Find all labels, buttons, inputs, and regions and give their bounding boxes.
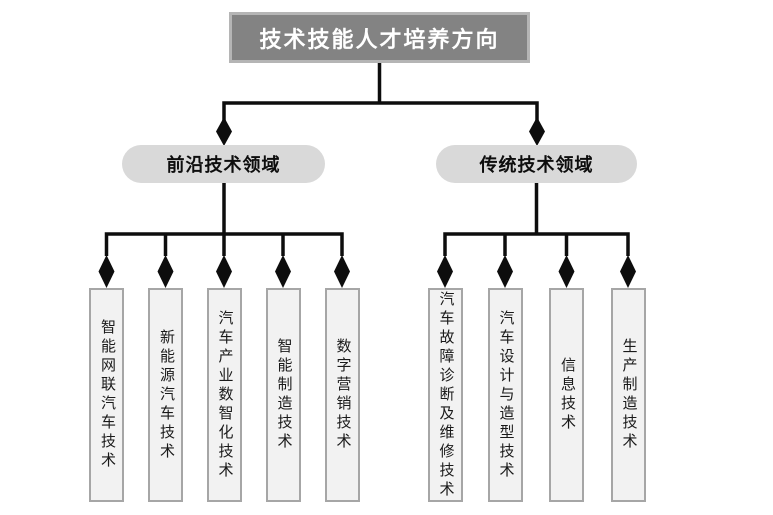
level1-connectors	[222, 62, 539, 256]
root-node: 技术技能人才培养方向	[229, 12, 530, 63]
diamond-arrow-icon	[620, 255, 636, 288]
diamond-arrow-icon	[98, 255, 115, 288]
leaf-node-label: 数字营销技术	[334, 338, 351, 452]
leaf-node-label: 新能源汽车技术	[158, 328, 174, 462]
left-branch-bar	[104, 232, 344, 256]
diamond-arrow-icon	[216, 255, 232, 288]
branch-node-label: 前沿技术领域	[166, 155, 281, 175]
branch-node-frontier: 前沿技术领域	[122, 145, 325, 183]
diamond-arrow-icon	[334, 255, 350, 288]
diamond-arrow-icon	[275, 255, 291, 288]
diamond-arrow-icon	[437, 255, 453, 288]
leaf-node-label: 汽车故障诊断及维修技术	[437, 290, 454, 500]
branch-node-traditional: 传统技术领域	[436, 145, 637, 183]
right-branch-bar	[443, 232, 630, 256]
leaf-node: 数字营销技术	[324, 288, 360, 502]
leaf-node-label: 生产制造技术	[620, 338, 637, 452]
leaf-node-label: 汽车产业数智化技术	[216, 309, 233, 481]
diamond-arrow-icon	[497, 255, 513, 288]
root-node-label: 技术技能人才培养方向	[259, 26, 500, 52]
level2-connectors-right	[443, 232, 630, 256]
leaf-node: 生产制造技术	[610, 288, 646, 502]
diamond-arrowheads	[98, 117, 636, 288]
level2-connectors-left	[104, 232, 344, 256]
diamond-arrow-icon	[558, 255, 575, 288]
leaf-node: 智能制造技术	[265, 288, 301, 502]
leaf-node-label: 智能网联汽车技术	[99, 319, 115, 471]
leaf-node: 汽车设计与造型技术	[487, 288, 523, 502]
branch-node-label: 传统技术领域	[479, 155, 594, 175]
leaf-node: 汽车故障诊断及维修技术	[427, 288, 463, 502]
level1-branch-line	[222, 101, 539, 122]
leaf-node-label: 智能制造技术	[275, 338, 292, 452]
leaf-node-label: 汽车设计与造型技术	[497, 309, 514, 481]
diamond-arrow-icon	[529, 117, 545, 146]
leaf-node: 新能源汽车技术	[148, 288, 183, 502]
diamond-arrow-icon	[216, 117, 232, 146]
leaf-node-label: 信息技术	[559, 357, 575, 433]
diamond-arrow-icon	[157, 255, 174, 288]
leaf-node: 智能网联汽车技术	[89, 288, 124, 502]
leaf-node: 汽车产业数智化技术	[206, 288, 242, 502]
leaf-node: 信息技术	[549, 288, 584, 502]
